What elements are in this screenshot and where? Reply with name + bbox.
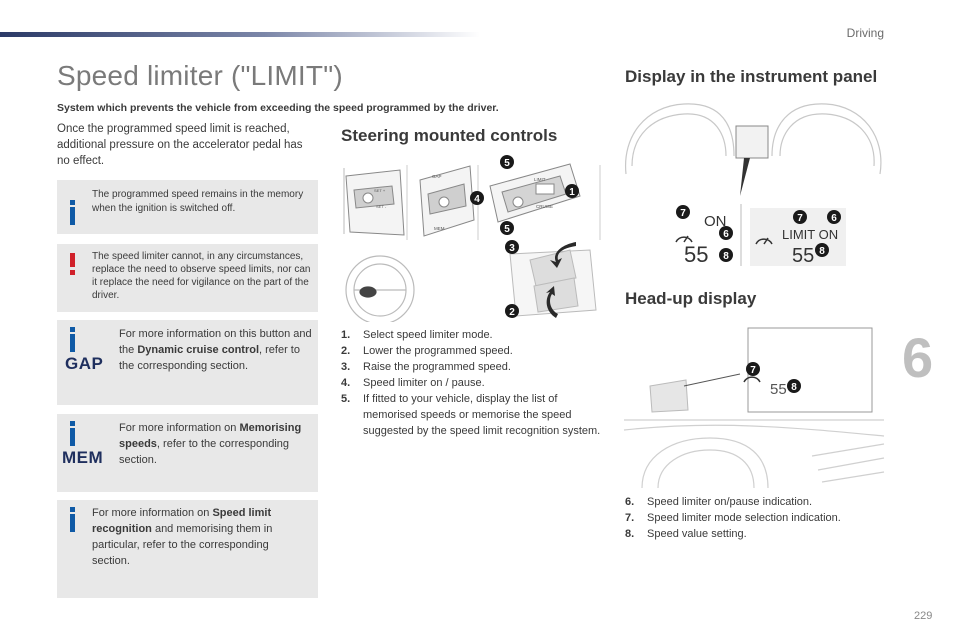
callout-2: 2 xyxy=(505,304,519,318)
instrument-cluster-drawing xyxy=(624,103,882,175)
callout-7: 7 xyxy=(793,210,807,224)
list-item: 2.Lower the programmed speed. xyxy=(341,345,513,357)
hud-legend-list: 6.Speed limiter on/pause indication. 7.S… xyxy=(625,494,905,542)
callout-1: 1 xyxy=(565,184,579,198)
info-box-text: For more information on this button and … xyxy=(119,328,312,372)
steering-controls-heading: Steering mounted controls xyxy=(341,126,558,145)
steering-wheel-drawing xyxy=(345,255,415,322)
header-bar xyxy=(0,32,480,37)
callout-5: 5 xyxy=(500,221,514,235)
svg-text:8: 8 xyxy=(791,382,797,393)
callout-8: 8 xyxy=(815,243,829,257)
svg-text:7: 7 xyxy=(797,213,803,224)
display-speed-value: 55 xyxy=(684,242,708,267)
info-box-mem: MEM For more information on Memorising s… xyxy=(57,414,318,492)
svg-text:2: 2 xyxy=(509,307,515,318)
steering-steps-list: 1.Select speed limiter mode. 2.Lower the… xyxy=(341,327,603,439)
instrument-panel-heading: Display in the instrument panel xyxy=(625,67,878,86)
callout-6: 6 xyxy=(827,210,841,224)
pointer-line xyxy=(683,373,741,387)
speedometer-icon xyxy=(755,238,773,245)
stalk-label-mem: MEM xyxy=(434,226,445,231)
info-box-gap: GAP For more information on this button … xyxy=(57,320,318,405)
info-box-text: The programmed speed remains in the memo… xyxy=(92,189,304,214)
list-item: 8.Speed value setting. xyxy=(625,528,747,540)
instrument-panel-illustration: ON 55 LIMIT ON 55 7 6 8 7 6 8 xyxy=(624,103,882,267)
svg-text:6: 6 xyxy=(723,229,729,240)
stalk-label-gap: GAP xyxy=(432,174,442,179)
steering-stalk-view-a xyxy=(343,168,405,236)
hud-illustration: 55 7 8 xyxy=(623,327,885,489)
info-icon xyxy=(70,507,75,532)
svg-text:1: 1 xyxy=(569,187,575,198)
hud-projection-pane xyxy=(649,379,689,413)
pointer-arrow xyxy=(740,158,750,196)
stalk-label-set-minus: SET - xyxy=(376,204,387,209)
stalk-label-cruise: CRUISE xyxy=(536,204,553,209)
svg-text:4: 4 xyxy=(474,194,480,205)
stalk-label-limit: LIMIT xyxy=(534,177,546,182)
speedometer-icon xyxy=(675,236,693,243)
speedometer-icon xyxy=(743,376,761,383)
callout-8: 8 xyxy=(787,379,801,393)
page-number: 229 xyxy=(914,610,933,622)
list-item: 4.Speed limiter on / pause. xyxy=(341,377,485,389)
callout-5: 5 xyxy=(500,155,514,169)
display-on-text: ON xyxy=(704,213,727,230)
svg-text:5: 5 xyxy=(504,224,510,235)
callout-8: 8 xyxy=(719,248,733,262)
steering-stalk-view-c xyxy=(489,163,581,223)
info-box-speed-recognition: For more information on Speed limit reco… xyxy=(57,500,318,598)
display-limit-on-text: LIMIT ON xyxy=(782,227,838,242)
info-box-memory: The programmed speed remains in the memo… xyxy=(57,180,318,234)
list-item: 3.Raise the programmed speed. xyxy=(341,361,511,373)
svg-text:5: 5 xyxy=(504,158,510,169)
svg-text:8: 8 xyxy=(819,246,825,257)
chapter-number: 6 xyxy=(902,326,934,389)
list-item: 7.Speed limiter mode selection indicatio… xyxy=(625,512,841,524)
arrow-icon xyxy=(546,286,558,318)
display-speed-value: 55 xyxy=(792,245,814,267)
info-icon xyxy=(70,421,75,446)
list-item: 6.Speed limiter on/pause indication. xyxy=(625,496,813,508)
svg-text:7: 7 xyxy=(750,365,756,376)
svg-text:7: 7 xyxy=(680,208,686,219)
callout-3: 3 xyxy=(505,240,519,254)
hud-screen xyxy=(747,327,873,413)
page-subtitle: System which prevents the vehicle from e… xyxy=(57,102,499,114)
hud-speed-value: 55 xyxy=(770,381,787,398)
section-label: Driving xyxy=(846,26,884,40)
page-title: Speed limiter ("LIMIT") xyxy=(57,60,343,91)
callout-4: 4 xyxy=(470,191,484,205)
warning-icon xyxy=(70,253,75,275)
warning-box-text: The speed limiter cannot, in any circums… xyxy=(92,251,311,301)
callout-7: 7 xyxy=(676,205,690,219)
steering-controls-illustration: SET + SET - GAP MEM LIMIT CRUISE 1 5 4 5… xyxy=(343,155,601,322)
svg-text:3: 3 xyxy=(509,243,515,254)
arrow-icon xyxy=(550,242,576,268)
info-box-text: For more information on Memorising speed… xyxy=(119,422,302,466)
list-item: 5.If fitted to your vehicle, display the… xyxy=(341,393,601,437)
warning-box: The speed limiter cannot, in any circums… xyxy=(57,244,318,312)
info-icon xyxy=(70,200,75,225)
list-item: 1.Select speed limiter mode. xyxy=(341,329,493,341)
stalk-label-set-plus: SET + xyxy=(374,188,386,193)
steering-stalk-view-b xyxy=(419,165,475,237)
dashboard-drawing xyxy=(623,419,885,489)
info-box-text: For more information on Speed limit reco… xyxy=(92,507,273,567)
central-display-screen xyxy=(735,125,769,159)
callout-6: 6 xyxy=(719,226,733,240)
intro-paragraph: Once the programmed speed limit is reach… xyxy=(57,123,303,167)
hud-heading: Head-up display xyxy=(625,289,757,308)
stalk-side-view xyxy=(509,249,597,317)
info-icon xyxy=(70,327,75,352)
gap-button-icon: GAP xyxy=(65,354,104,373)
callout-7: 7 xyxy=(746,362,760,376)
svg-text:8: 8 xyxy=(723,251,729,262)
mem-button-icon: MEM xyxy=(62,448,104,467)
svg-text:6: 6 xyxy=(831,213,837,224)
